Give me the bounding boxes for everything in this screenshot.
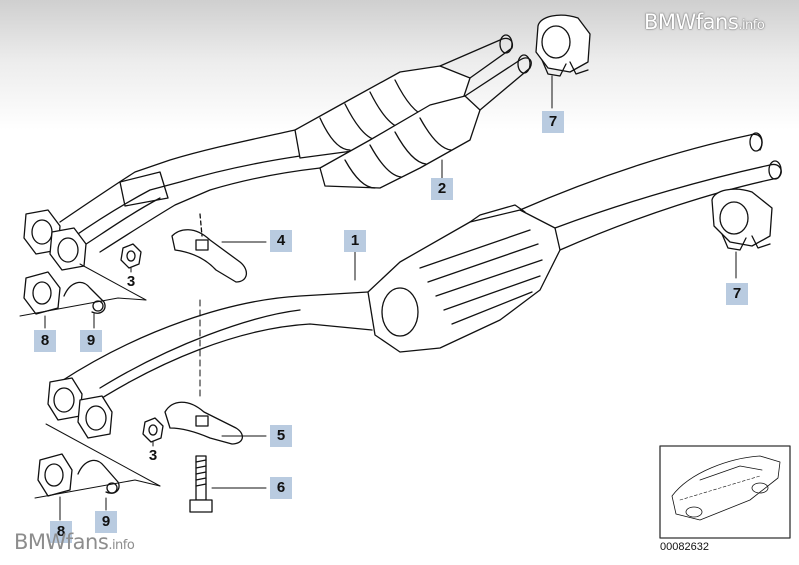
callout-7-lower[interactable]: 7 xyxy=(726,283,748,305)
callout-9-lower[interactable]: 9 xyxy=(95,511,117,533)
callout-7-upper[interactable]: 7 xyxy=(542,111,564,133)
upper-bracket xyxy=(171,213,247,283)
callout-8-lower[interactable]: 8 xyxy=(50,521,72,543)
leader-lines xyxy=(19,75,737,521)
watermark-bottom: BMWfans.info xyxy=(14,530,135,554)
callout-5[interactable]: 5 xyxy=(270,425,292,447)
exhaust-clamp-upper xyxy=(535,14,591,77)
front-pipe-catalytic-converter xyxy=(23,34,532,271)
nut-lower xyxy=(142,417,164,443)
lower-bracket xyxy=(164,401,243,445)
diagram-reference-number: 00082632 xyxy=(660,541,709,553)
gasket-lower xyxy=(37,453,73,497)
watermark-suffix: .info xyxy=(108,538,135,553)
callout-3-upper[interactable]: 3 xyxy=(126,273,136,290)
callout-9-upper[interactable]: 9 xyxy=(80,330,102,352)
callout-1[interactable]: 1 xyxy=(344,230,366,252)
callout-6[interactable]: 6 xyxy=(270,477,292,499)
watermark-suffix: .info xyxy=(738,18,765,33)
callout-2[interactable]: 2 xyxy=(431,178,453,200)
vehicle-thumbnail xyxy=(659,445,791,539)
watermark-top: BMWfans.info xyxy=(644,10,765,34)
gasket-upper xyxy=(23,271,61,315)
callout-8-upper[interactable]: 8 xyxy=(34,330,56,352)
watermark-brand: BMWfans xyxy=(644,10,739,34)
nut-upper xyxy=(120,243,142,269)
exhaust-clamp-lower xyxy=(711,188,773,251)
watermark-brand: BMWfans xyxy=(14,530,109,554)
callout-3-lower[interactable]: 3 xyxy=(148,447,158,464)
main-pipe-with-center-muffler xyxy=(47,132,782,439)
bolt xyxy=(189,455,213,513)
spring-bracket-upper xyxy=(63,281,106,314)
spring-bracket-lower xyxy=(77,459,120,494)
callout-4[interactable]: 4 xyxy=(270,230,292,252)
